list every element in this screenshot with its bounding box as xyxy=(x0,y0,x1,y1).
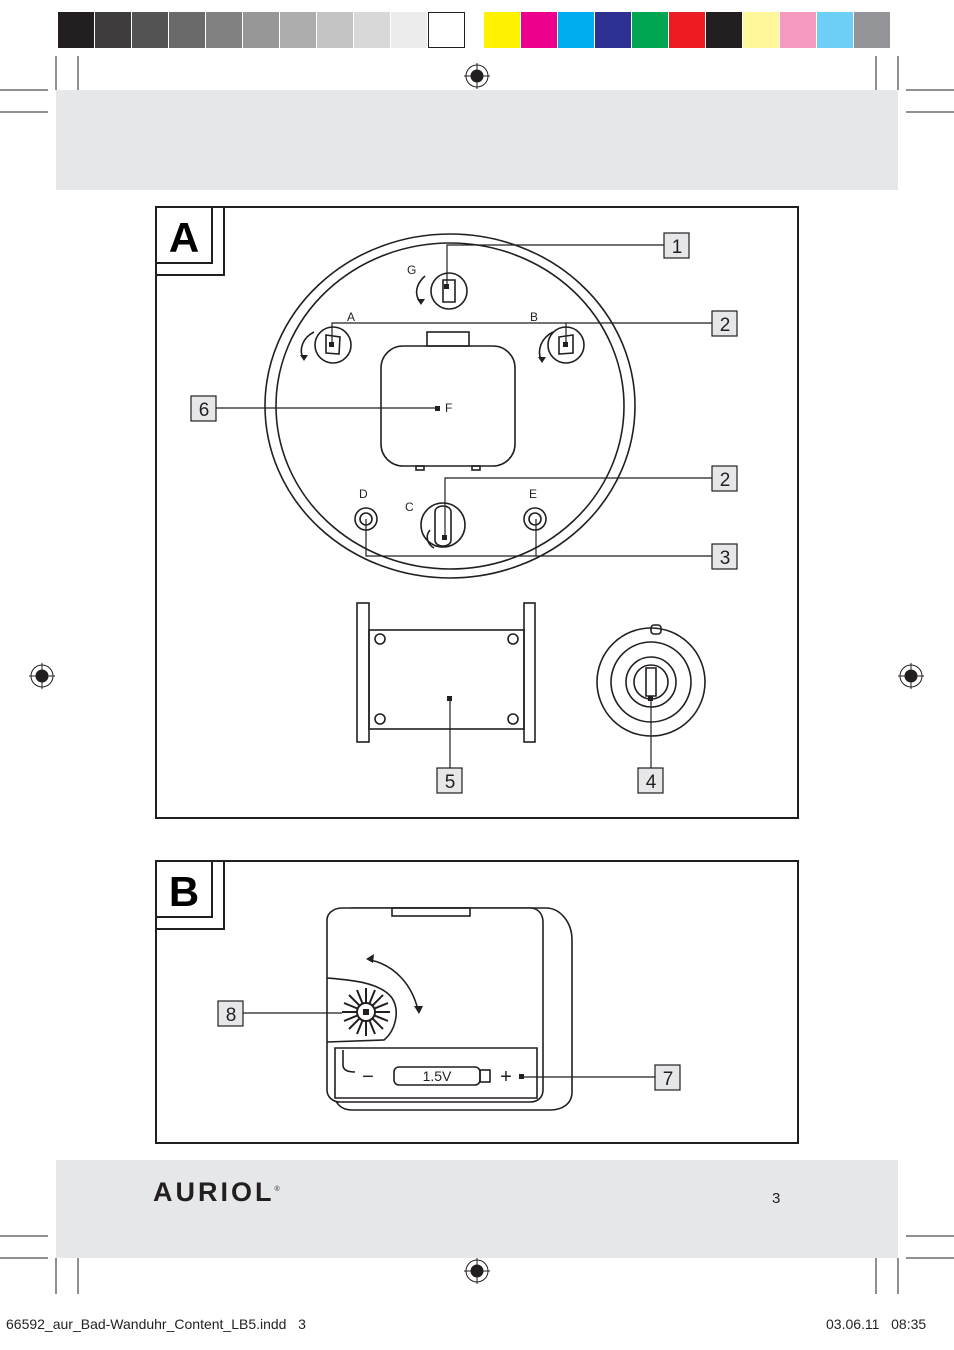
color-swatch xyxy=(854,12,891,48)
color-scale-bar xyxy=(484,12,891,48)
registration-mark-right xyxy=(898,663,924,689)
bottom-band xyxy=(56,1160,898,1258)
label-d: D xyxy=(359,487,368,501)
battery-plus: + xyxy=(500,1066,512,1088)
gray-swatch xyxy=(317,12,354,48)
panel-a-tag: A xyxy=(169,214,199,261)
label-a: A xyxy=(347,310,355,324)
callout-3: 3 xyxy=(720,548,731,569)
color-swatch xyxy=(595,12,632,48)
gray-swatch xyxy=(206,12,243,48)
callout-1: 1 xyxy=(672,237,683,258)
color-swatch xyxy=(521,12,558,48)
panel-b-tag: B xyxy=(169,868,199,915)
registration-mark-left xyxy=(29,663,55,689)
battery-label: 1.5V xyxy=(423,1068,452,1084)
color-swatch xyxy=(484,12,521,48)
color-swatch xyxy=(632,12,669,48)
brand-logo: AURIOL® xyxy=(153,1177,280,1207)
callout-8: 8 xyxy=(226,1005,237,1026)
color-swatch xyxy=(706,12,743,48)
gray-swatch xyxy=(58,12,95,48)
label-e: E xyxy=(529,487,537,501)
callout-6: 6 xyxy=(199,400,210,421)
top-band xyxy=(56,90,898,190)
callout-7: 7 xyxy=(663,1069,674,1090)
color-swatch xyxy=(669,12,706,48)
color-swatch xyxy=(743,12,780,48)
registration-mark-top xyxy=(464,63,490,89)
gray-swatch xyxy=(354,12,391,48)
gray-swatch xyxy=(428,12,465,48)
slug-date: 03.06.11 08:35 xyxy=(826,1316,927,1332)
label-f: F xyxy=(445,401,452,415)
battery-minus: − xyxy=(362,1066,374,1088)
color-swatch xyxy=(558,12,595,48)
callout-2-bottom: 2 xyxy=(720,470,731,491)
color-swatch xyxy=(780,12,817,48)
gray-swatch xyxy=(169,12,206,48)
gray-swatch xyxy=(95,12,132,48)
gray-swatch xyxy=(391,12,428,48)
registration-mark-bottom xyxy=(464,1258,490,1284)
gray-scale-bar xyxy=(58,12,465,48)
color-swatch xyxy=(817,12,854,48)
callout-5: 5 xyxy=(445,772,456,793)
gray-swatch xyxy=(243,12,280,48)
label-b: B xyxy=(530,310,538,324)
page-number: 3 xyxy=(772,1190,781,1207)
label-g: G xyxy=(407,263,416,277)
gray-swatch xyxy=(132,12,169,48)
label-c: C xyxy=(405,500,414,514)
gray-swatch xyxy=(280,12,317,48)
callout-4: 4 xyxy=(646,772,657,793)
slug-filename: 66592_aur_Bad-Wanduhr_Content_LB5.indd 3 xyxy=(6,1316,306,1332)
callout-2-top: 2 xyxy=(720,315,731,336)
